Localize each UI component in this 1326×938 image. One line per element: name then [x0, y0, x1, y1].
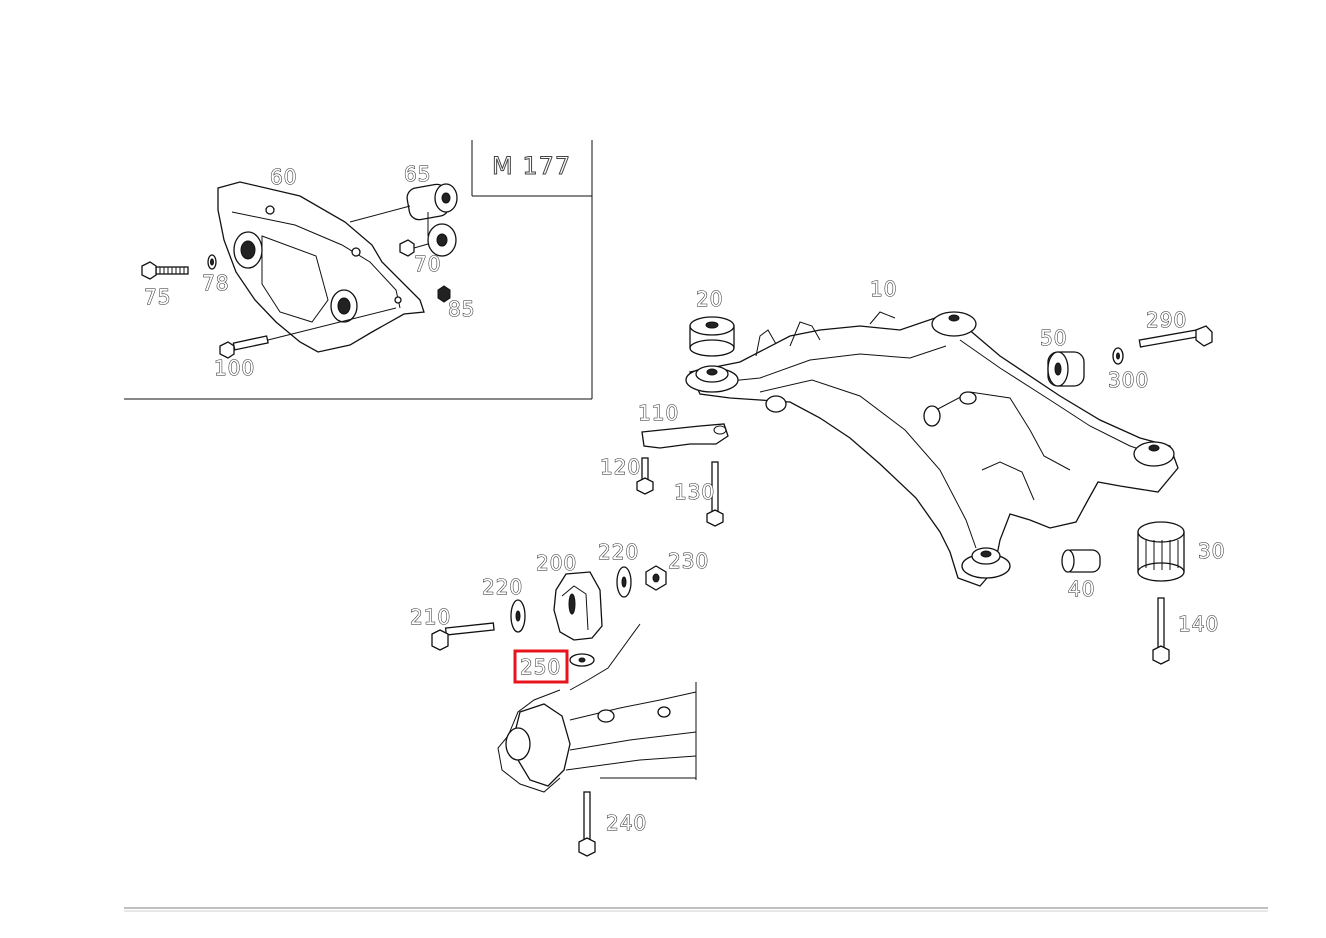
part-labels: 60 65 70 75 78 85 100 10 20 30 40 50 110… — [144, 162, 1225, 836]
label-210[interactable]: 210 — [410, 605, 451, 630]
label-100[interactable]: 100 — [214, 356, 255, 381]
bolt-140 — [1152, 597, 1170, 665]
label-10[interactable]: 10 — [870, 277, 897, 302]
label-20[interactable]: 20 — [696, 287, 723, 312]
footer-rule — [124, 907, 1268, 912]
label-120[interactable]: 120 — [600, 455, 641, 480]
bushing-assembly — [349, 183, 458, 257]
bolt-75 — [141, 261, 189, 280]
inset-model-label: M 177 — [492, 152, 571, 180]
bushing-30 — [1137, 521, 1185, 582]
washer-220-right — [616, 566, 632, 598]
label-300[interactable]: 300 — [1108, 368, 1149, 393]
label-220-left[interactable]: 220 — [482, 575, 523, 600]
label-140[interactable]: 140 — [1178, 612, 1219, 637]
differential-mount-plate — [217, 181, 425, 353]
label-60[interactable]: 60 — [270, 165, 297, 190]
nut-85 — [437, 285, 451, 303]
label-85[interactable]: 85 — [448, 297, 475, 322]
label-130[interactable]: 130 — [674, 480, 715, 505]
bolt-120 — [636, 457, 654, 495]
label-290[interactable]: 290 — [1146, 308, 1187, 333]
bushing-50 — [1047, 351, 1085, 387]
bolt-240 — [578, 791, 596, 857]
sleeve-40 — [1061, 549, 1101, 573]
bolt-130 — [706, 461, 724, 527]
bolt-70 — [399, 239, 429, 257]
washer-250 — [569, 653, 595, 667]
label-250[interactable]: 250 — [520, 655, 561, 680]
mount-200 — [553, 571, 603, 641]
label-65[interactable]: 65 — [404, 162, 431, 187]
label-70[interactable]: 70 — [414, 252, 441, 277]
bolt-100 — [219, 307, 397, 359]
rear-subframe — [685, 311, 1179, 587]
differential-housing — [497, 623, 697, 793]
bracket-110 — [641, 423, 729, 449]
inset-panel: M 177 — [124, 140, 593, 400]
washer-300 — [1112, 347, 1124, 365]
label-240[interactable]: 240 — [606, 811, 647, 836]
bushing-20 — [689, 316, 735, 357]
label-230[interactable]: 230 — [668, 549, 709, 574]
highlight-box-250 — [513, 649, 569, 684]
label-78[interactable]: 78 — [202, 271, 229, 296]
label-200[interactable]: 200 — [536, 551, 577, 576]
label-220-right[interactable]: 220 — [598, 540, 639, 565]
label-50[interactable]: 50 — [1040, 326, 1067, 351]
washer-78 — [207, 254, 217, 270]
label-110[interactable]: 110 — [638, 401, 679, 426]
bolt-290 — [1138, 325, 1213, 348]
bolt-210 — [431, 622, 495, 651]
label-75[interactable]: 75 — [144, 285, 171, 310]
label-30[interactable]: 30 — [1198, 539, 1225, 564]
nut-230 — [645, 565, 667, 591]
label-40[interactable]: 40 — [1068, 577, 1095, 602]
washer-220-left — [510, 599, 526, 633]
